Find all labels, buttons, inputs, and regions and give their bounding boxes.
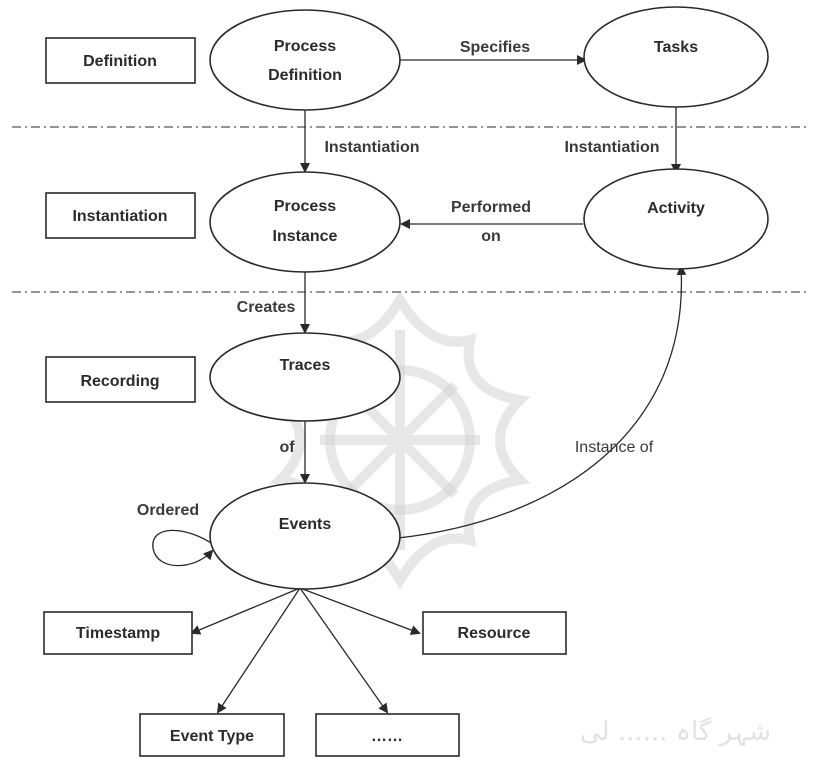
node-activity: Activity (583, 168, 769, 270)
layer-definition-label: Definition (83, 53, 157, 70)
node-process-definition-line1: Process (274, 38, 336, 55)
node-events: Events (209, 482, 401, 590)
edge-label-instantiation-right: Instantiation (564, 139, 659, 156)
node-events-label: Events (279, 516, 332, 533)
node-activity-label: Activity (647, 200, 705, 217)
edge-events-resource (299, 587, 421, 635)
node-tasks: Tasks (583, 6, 769, 108)
node-process-definition-line2: Definition (268, 67, 342, 84)
layer-instantiation-label: Instantiation (72, 208, 167, 225)
edge-events-event-type (216, 587, 301, 714)
edge-label-creates: Creates (237, 299, 296, 316)
layer-recording-box: Recording (45, 356, 196, 403)
attr-timestamp-box: Timestamp (43, 611, 193, 655)
edge-label-performed-line1: Performed (451, 199, 531, 216)
attr-resource-label: Resource (458, 625, 531, 642)
attr-more-box: …… (315, 713, 460, 757)
edge-ordered-loop (152, 529, 215, 567)
edge-label-of: of (279, 439, 295, 456)
node-traces: Traces (209, 332, 401, 422)
edge-instance-of (397, 265, 687, 539)
node-tasks-label: Tasks (654, 39, 698, 56)
layer-definition-box: Definition (45, 37, 196, 84)
attr-event-type-box: Event Type (139, 713, 285, 757)
attr-timestamp-label: Timestamp (76, 625, 160, 642)
attr-event-type-label: Event Type (170, 728, 254, 745)
edge-label-instance-of: Instance of (575, 439, 654, 456)
attr-resource-box: Resource (422, 611, 567, 655)
node-process-instance: Process Instance (209, 171, 401, 273)
watermark-text: شہر گاہ ...... لی (580, 716, 771, 747)
node-traces-label: Traces (280, 357, 331, 374)
edge-label-specifies: Specifies (460, 39, 530, 56)
layer-instantiation-box: Instantiation (45, 192, 196, 239)
node-process-instance-line2: Instance (273, 228, 338, 245)
edge-label-ordered: Ordered (137, 502, 199, 519)
layer-recording-label: Recording (80, 373, 159, 390)
edge-label-performed-line2: on (481, 228, 501, 245)
attr-more-label: …… (371, 728, 403, 745)
node-process-instance-line1: Process (274, 198, 336, 215)
node-process-definition: Process Definition (209, 9, 401, 111)
edge-label-instantiation-left: Instantiation (324, 139, 419, 156)
edge-events-timestamp (190, 587, 301, 635)
edge-events-more (299, 587, 389, 714)
